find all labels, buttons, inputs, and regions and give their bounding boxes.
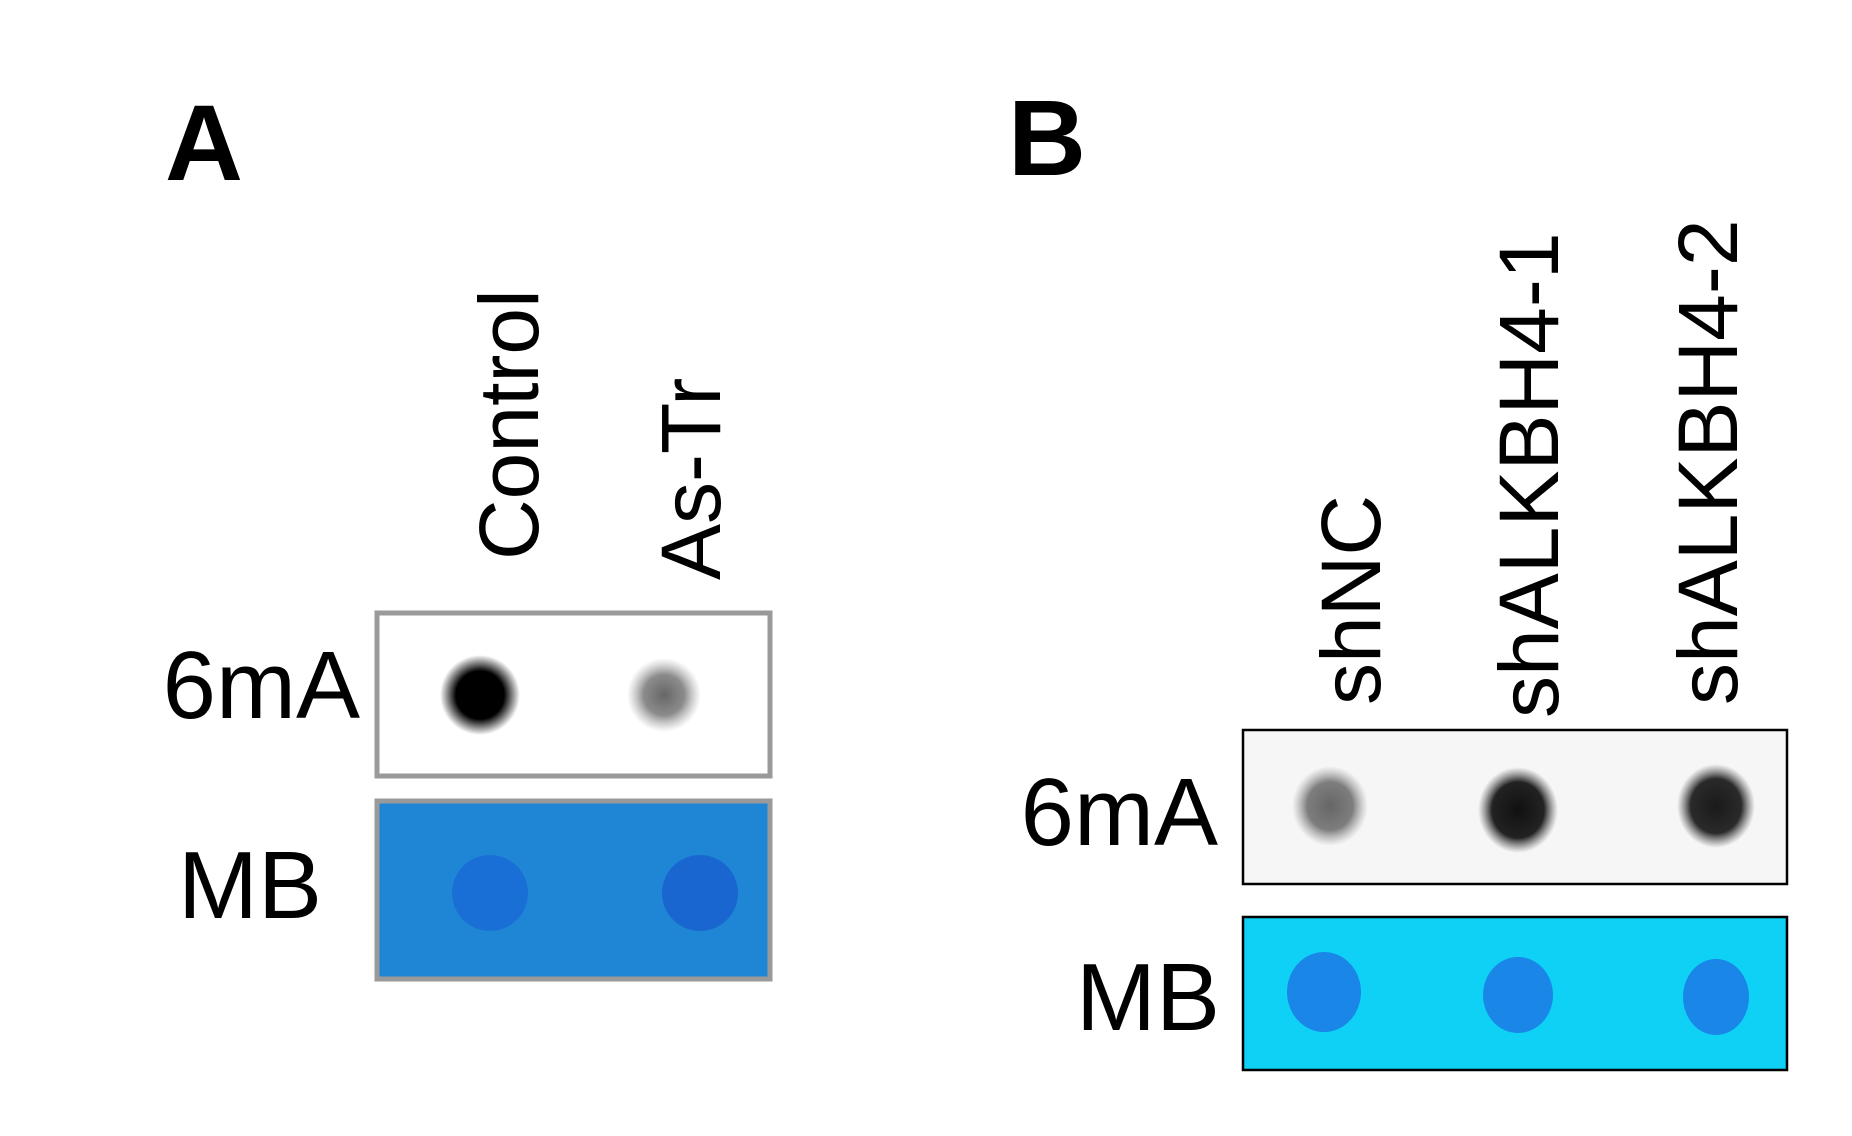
dot-shnc-mb bbox=[1287, 952, 1361, 1032]
dot-control-mb bbox=[452, 855, 528, 931]
row-label-6ma: 6mA bbox=[163, 632, 360, 739]
dot-shalkbh4-1-6ma bbox=[1478, 767, 1558, 853]
panel-a-letter: A bbox=[165, 82, 243, 203]
dot-shnc-6ma bbox=[1292, 766, 1368, 846]
row-label-mb: MB bbox=[1076, 944, 1220, 1051]
sample-label-shalkbh4-2: shALKBH4-2 bbox=[1661, 219, 1755, 705]
dot-shalkbh4-2-6ma bbox=[1677, 764, 1755, 848]
panel-b-letter: B bbox=[1008, 77, 1086, 198]
row-label-mb: MB bbox=[178, 832, 322, 939]
sample-label-shnc: shNC bbox=[1304, 495, 1398, 705]
membrane-6ma bbox=[374, 610, 773, 779]
panel-b: B shNC shALKBH4-1 shALKBH4-2 6mA MB bbox=[1008, 77, 1789, 1072]
dot-as-tr-mb bbox=[662, 855, 738, 931]
dot-control-6ma bbox=[440, 655, 520, 735]
sample-label-shalkbh4-1: shALKBH4-1 bbox=[1482, 232, 1576, 718]
row-label-6ma: 6mA bbox=[1021, 759, 1218, 866]
sample-label-control: Control bbox=[462, 289, 556, 560]
sample-label-as-tr: As-Tr bbox=[644, 378, 738, 580]
dot-shalkbh4-1-mb bbox=[1483, 957, 1553, 1033]
dot-shalkbh4-2-mb bbox=[1683, 959, 1749, 1035]
panel-a: A Control As-Tr 6mA MB bbox=[163, 82, 773, 982]
dot-as-tr-6ma bbox=[627, 658, 701, 732]
